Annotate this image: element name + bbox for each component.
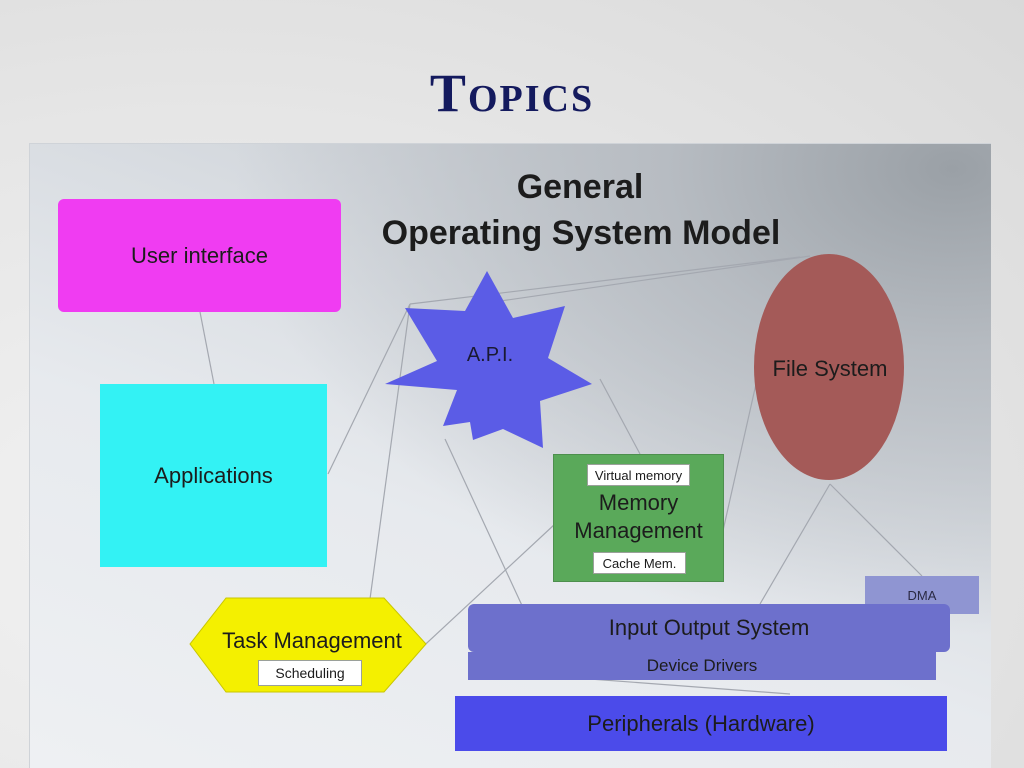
file-system-ellipse: [754, 254, 904, 480]
virtual-memory-tag: Virtual memory: [587, 464, 690, 486]
connector-filesystem-dma: [829, 483, 923, 577]
device-drivers-box: Device Drivers: [468, 652, 936, 680]
applications-label: Applications: [154, 462, 273, 488]
connector-api-task: [369, 303, 411, 600]
connector-ui-applications: [199, 311, 215, 385]
diagram-panel: General Operating System Model User inte…: [29, 143, 991, 768]
input-output-system-box: Input Output System: [468, 604, 950, 652]
memory-management-label-line1: Memory: [598, 490, 679, 515]
connector-task-memory: [414, 523, 556, 655]
scheduling-tag: Scheduling: [258, 660, 362, 686]
cache-memory-tag: Cache Mem.: [593, 552, 686, 574]
connector-filesystem-io: [759, 483, 831, 605]
user-interface-label: User interface: [131, 242, 268, 268]
diagram-title-line1: General: [516, 168, 644, 206]
connector-filesystem-memory: [719, 383, 757, 545]
api-label: A.P.I.: [466, 344, 514, 366]
task-management-hexagon: [189, 597, 427, 693]
connector-api-filesystem: [479, 255, 811, 305]
applications-box: Applications: [100, 384, 327, 567]
connector-applications-api: [327, 303, 411, 475]
peripherals-box: Peripherals (Hardware): [455, 696, 947, 751]
task-management-label: Task Management: [222, 628, 402, 653]
dma-label: DMA: [907, 587, 937, 603]
device-drivers-label: Device Drivers: [646, 656, 758, 675]
file-system-label: File System: [772, 356, 888, 381]
peripherals-label: Peripherals (Hardware): [587, 710, 815, 736]
memory-management-label-line2: Management: [574, 518, 703, 543]
api-star-shape: [385, 271, 592, 448]
user-interface-box: User interface: [58, 199, 341, 312]
connector-api-memory: [599, 378, 641, 455]
diagram-title-line2: Operating System Model: [381, 214, 781, 252]
input-output-system-label: Input Output System: [608, 615, 810, 640]
slide-title: Topics: [429, 63, 595, 123]
connector-api-io: [444, 438, 526, 613]
connector-drivers-peripherals: [589, 678, 791, 695]
